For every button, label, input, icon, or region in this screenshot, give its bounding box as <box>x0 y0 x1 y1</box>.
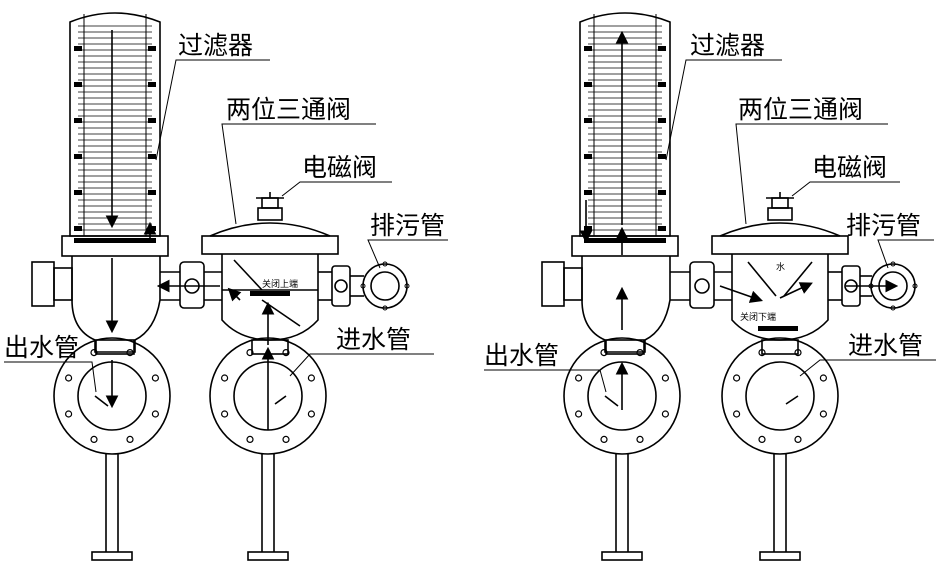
right-valve-mark: 水 <box>776 261 785 273</box>
filter-clip <box>74 46 82 51</box>
filter-clip <box>584 46 592 51</box>
filter-clip <box>74 154 82 159</box>
filter-clip <box>74 82 82 87</box>
flange-bolt-hole <box>90 349 98 357</box>
right-label-filter: 过滤器 <box>690 31 765 60</box>
left-label-solenoid-valve: 电磁阀 <box>302 153 377 182</box>
flange-bolt-hole <box>794 349 802 357</box>
filter-clip <box>74 118 82 123</box>
filter-clip <box>584 118 592 123</box>
flange-bolt-hole <box>246 435 254 443</box>
right-inlet-flange <box>721 337 839 455</box>
flange-bolt-hole <box>574 374 583 382</box>
left-label-outlet-pipe: 出水管 <box>4 333 79 362</box>
flange-bolt-hole <box>126 435 134 443</box>
left-assembly: 过滤器 两位三通阀 电磁阀 排污管 出水管 进水管 关闭上端 <box>4 12 448 561</box>
flange-bolt-hole <box>600 435 608 443</box>
left-label-three-way-valve: 两位三通阀 <box>226 95 351 124</box>
right-label-solenoid-valve: 电磁阀 <box>812 153 887 182</box>
flange-bolt-hole <box>758 349 766 357</box>
right-filter-body <box>581 256 671 353</box>
flange-bolt-hole <box>151 410 159 418</box>
right-label-three-way-valve: 两位三通阀 <box>738 95 863 124</box>
filter-clip <box>658 82 666 87</box>
flange-bolt-hole <box>661 374 670 382</box>
filter-clip <box>658 154 666 159</box>
flange-bolt-hole <box>221 410 229 418</box>
flange-bolt-hole <box>64 374 73 382</box>
flange-bolt-hole <box>574 410 583 418</box>
left-leaders <box>4 59 448 393</box>
filter-clip <box>584 190 592 195</box>
filter-clip <box>148 118 156 123</box>
flange-bolt-hole <box>600 349 608 357</box>
flange-bolt-hole <box>732 410 741 418</box>
flange-bolt-hole <box>636 435 644 443</box>
left-supports <box>91 454 289 561</box>
filter-clip <box>584 82 592 87</box>
right-label-inlet-pipe: 进水管 <box>848 331 923 360</box>
left-filter-body <box>71 256 161 353</box>
right-leaders <box>484 59 936 393</box>
left-side-union <box>31 261 55 307</box>
left-drain-pipe-end <box>360 261 410 311</box>
flange-bolt-hole <box>732 374 741 382</box>
left-label-filter: 过滤器 <box>178 31 253 60</box>
filter-clip <box>658 226 666 231</box>
filter-clip <box>148 82 156 87</box>
filter-clip <box>584 154 592 159</box>
filter-clip <box>148 154 156 159</box>
right-solenoid-valve <box>766 192 794 221</box>
flange-bolt-hole <box>661 410 670 418</box>
right-assembly: 过滤器 两位三通阀 电磁阀 排污管 出水管 进水管 关闭下端 水 <box>484 12 936 561</box>
filter-clip <box>658 190 666 195</box>
flange-bolt-hole <box>282 349 290 357</box>
flange-bolt-hole <box>64 410 73 418</box>
filter-clip <box>148 46 156 51</box>
left-union-1 <box>179 261 205 309</box>
right-supports <box>601 454 801 561</box>
right-flow-arrows <box>579 30 899 410</box>
flange-bolt-hole <box>151 374 159 382</box>
flange-bolt-hole <box>221 374 229 382</box>
flange-bolt-hole <box>246 349 254 357</box>
right-label-outlet-pipe: 出水管 <box>484 341 559 370</box>
filter-clip <box>148 190 156 195</box>
flange-bolt-hole <box>90 435 98 443</box>
flange-bolt-hole <box>307 410 315 418</box>
filter-clip <box>74 226 82 231</box>
left-label-inlet-pipe: 进水管 <box>336 325 411 354</box>
left-flow-arrows <box>94 30 287 430</box>
filter-clip <box>658 46 666 51</box>
flange-bolt-hole <box>758 435 766 443</box>
right-label-drain-pipe: 排污管 <box>846 211 921 240</box>
filter-clip <box>584 226 592 231</box>
flange-bolt-hole <box>307 374 315 382</box>
right-side-union <box>541 261 565 307</box>
left-solenoid-valve <box>256 192 284 221</box>
filter-clip <box>74 190 82 195</box>
flange-bolt-hole <box>794 435 802 443</box>
right-valve-note: 关闭下端 <box>740 311 776 323</box>
flange-bolt-hole <box>819 410 828 418</box>
flange-bolt-hole <box>636 349 644 357</box>
left-valve-note: 关闭上端 <box>262 278 298 290</box>
flange-bolt-hole <box>126 349 134 357</box>
flange-bolt-hole <box>819 374 828 382</box>
right-three-way-valve <box>711 222 849 341</box>
left-filter <box>61 12 169 257</box>
flange-bolt-hole <box>282 435 290 443</box>
left-label-drain-pipe: 排污管 <box>370 211 445 240</box>
filter-clip <box>658 118 666 123</box>
right-filter <box>571 12 679 257</box>
